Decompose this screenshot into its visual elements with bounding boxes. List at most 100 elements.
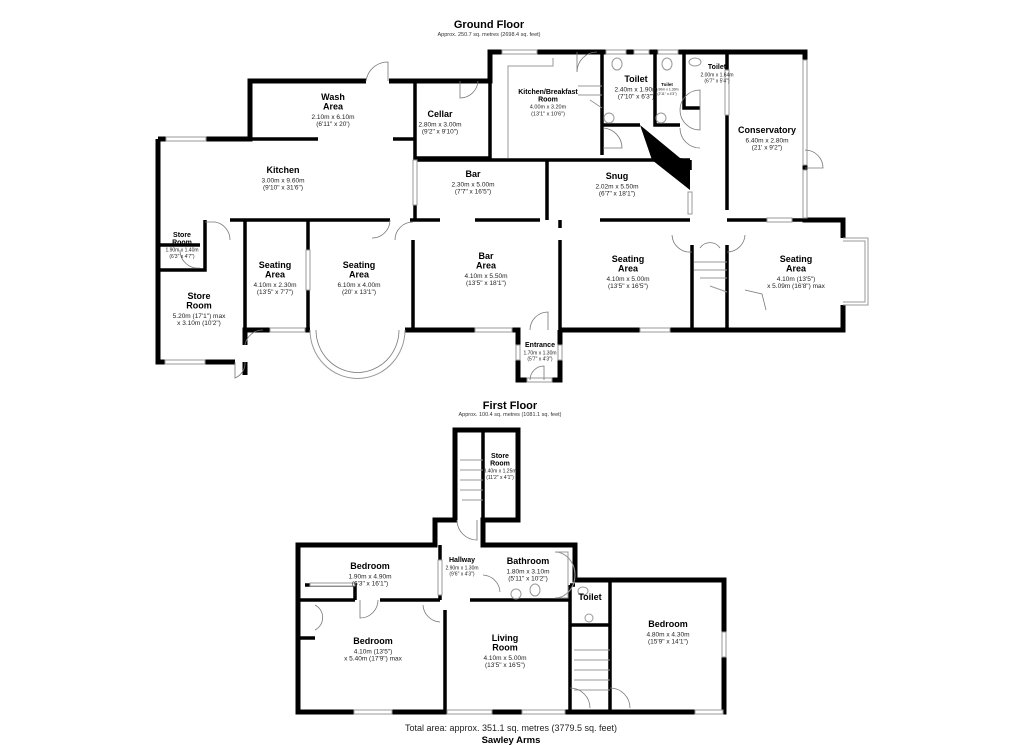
room-dimensions: 1.70m x 1.30m [523,350,556,356]
room-dimensions: 6.10m x 4.00m [338,282,381,289]
room-dimensions: (9'6" x 4'3") [449,572,475,578]
room-name: Kitchen/Breakfast [518,89,578,96]
room-dimensions: 3.00m x 9.60m [262,177,305,184]
room-name: Seating [612,254,645,264]
windows [309,559,727,715]
room-label: Bedroom 1.90m x 4.90m(6'3" x 16'1") [349,561,392,587]
room-dimensions: (20' x 13'1") [342,289,376,296]
room-name: Entrance [525,342,555,349]
doors [179,51,824,381]
room-dimensions: 4.10m x 5.00m [607,276,650,283]
room-name: Snug [606,171,629,181]
room-dimensions: 2.00m x 1.64m [700,72,733,78]
room-dimensions: (6'11" x 20') [316,121,350,128]
room-name: Bedroom [648,619,688,629]
room-name: Area [476,260,497,270]
stairs-icon [578,85,603,109]
room-name: Room [490,460,510,467]
room-dimensions: 5.20m (17'1") max [173,313,226,320]
room-name: Kitchen [266,165,299,175]
room-dimensions: (21' x 9'2") [752,144,782,151]
room-name: Bedroom [353,636,393,646]
room-dimensions: 0.90m x 1.30m [655,88,678,92]
room-dimensions: 1.90m x 4.90m [349,573,392,580]
room-name: Area [265,269,286,279]
room-dimensions: 2.40m x 1.90m [615,86,658,93]
room-name: Bedroom [350,561,390,571]
room-dimensions: (6'3" x 16'1") [352,580,388,587]
room-name: Toilet [624,74,647,84]
room-dimensions: 2.30m x 5.00m [452,181,495,188]
room-name: Toilet [578,592,601,602]
room-name: Store [173,232,191,239]
ground-floor-plan [155,49,869,383]
room-dimensions: 2.90m x 1.30m [445,565,478,571]
chimney-breast [640,125,690,190]
room-name: Area [786,263,807,273]
room-dimensions: 4.10m x 2.30m [254,282,297,289]
property-name: Sawley Arms [482,735,541,745]
toilet-icons [603,57,702,124]
room-dimensions: 4.10m (13'5") [354,648,393,655]
doors [314,519,631,709]
room-dimensions: (11'2" x 4'1") [486,475,514,481]
room-name: Room [538,96,558,103]
toilet-icon [529,583,541,597]
first-floor-title: First Floor [483,400,538,412]
room-dimensions: (7'10" x 6'3") [618,93,654,100]
first-floor-plan [295,427,727,715]
room-name: Room [186,300,212,310]
room-dimensions: (2'11" x 4'3") [657,92,676,96]
windows [164,49,808,383]
room-name: Bar [465,169,481,179]
room-dimensions: (13'5" x 18'1") [466,280,506,287]
room-dimensions: 1.80m x 3.10m [507,568,550,575]
room-dimensions: 4.10m x 5.50m [465,273,508,280]
ground-floor-title: Ground Floor [454,19,525,31]
stairs-icon [694,261,728,293]
room-dimensions: (6'3" x 4'7") [169,254,195,260]
room-label: Conservatory 6.40m x 2.80m(21' x 9'2") [738,125,796,151]
room-dimensions: (6'7" x 18'1") [599,190,635,197]
room-name: Seating [780,254,813,264]
room-name: Wash [321,92,345,102]
room-name: Cellar [427,109,453,119]
toilet-icon [577,586,589,596]
room-dimensions: 4.80m x 4.30m [647,631,690,638]
room-name: Room [492,642,518,652]
room-name: Seating [259,260,292,270]
room-dimensions: (5'7" x 4'3") [527,357,553,363]
room-name: Store [187,291,210,301]
room-dimensions: x 5.09m (16'8") max [767,283,825,290]
room-name: Area [349,269,370,279]
stairs-icon [460,459,483,501]
room-name: Toilet [661,82,673,87]
room-dimensions: (5'11" x 10'2") [508,575,548,582]
room-name: Conservatory [738,125,796,135]
room-dimensions: 1.90m x 1.40m [165,248,198,254]
room-name: Bar [478,251,494,261]
room-name: Room [172,239,192,246]
room-dimensions: 6.40m x 2.80m [746,137,789,144]
bay-window [843,237,869,306]
room-dimensions: (6'7" x 5'4") [704,79,730,85]
ground-floor-outer-wall [155,49,846,375]
room-dimensions: 3.40m x 1.25m [483,469,516,475]
room-dimensions: 2.80m x 3.00m [419,121,462,128]
